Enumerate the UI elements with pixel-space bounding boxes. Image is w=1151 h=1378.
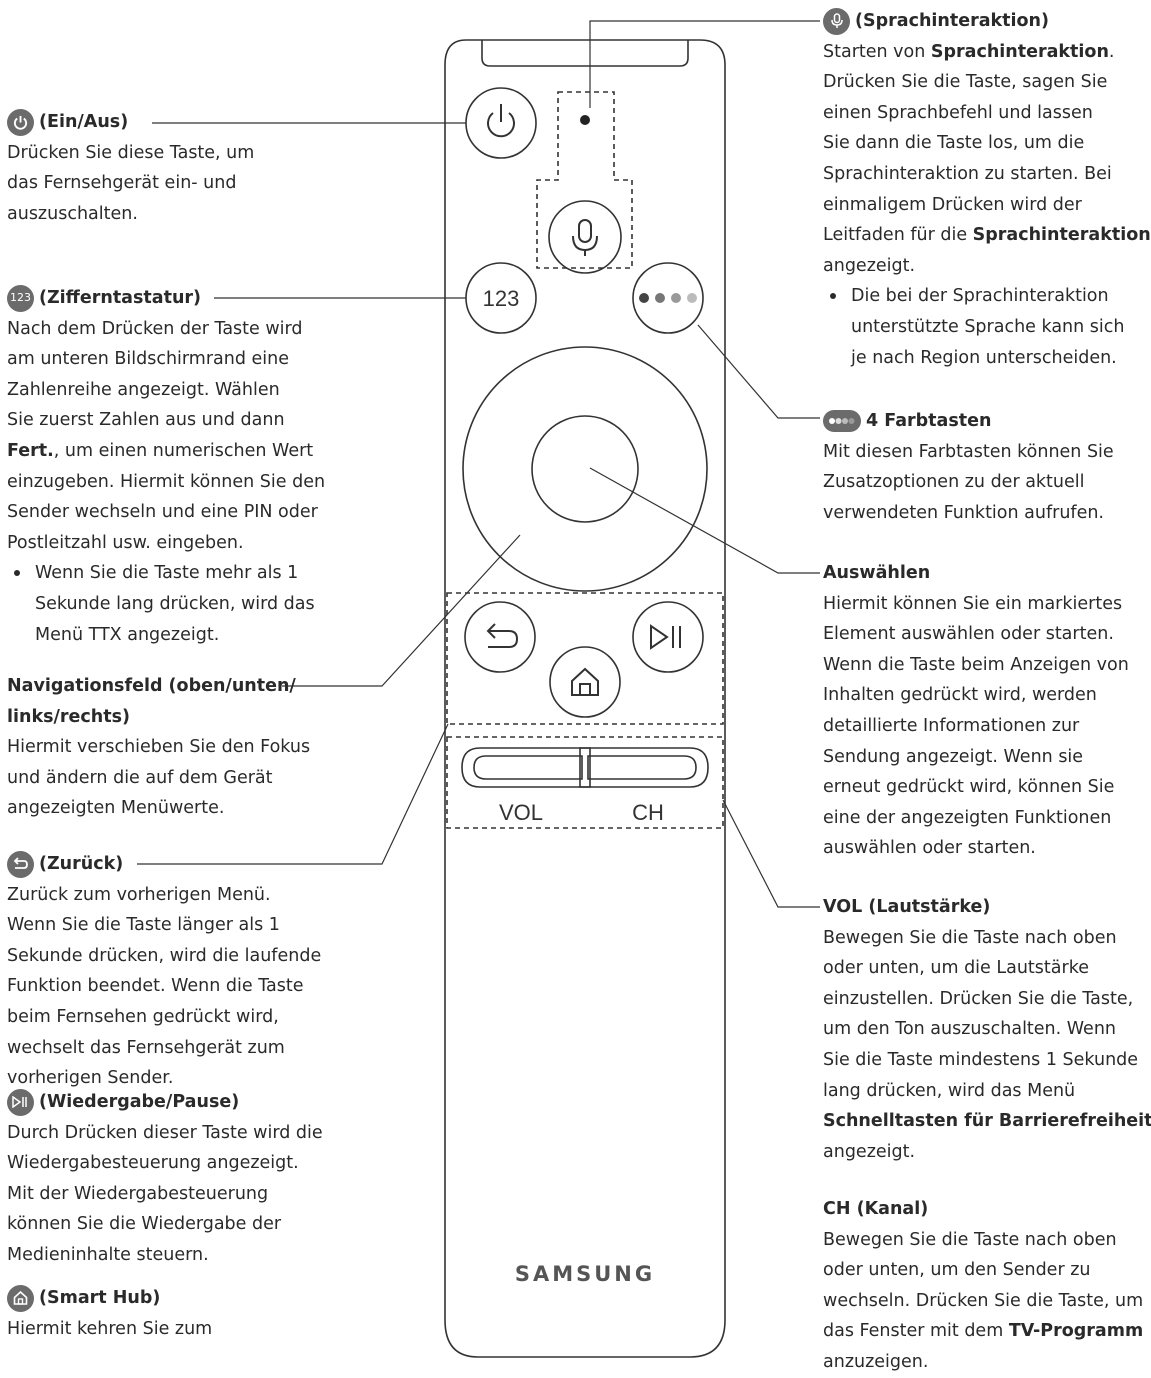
power-desc-3: auszuschalten. [7,203,138,224]
callout-nav [282,534,521,687]
power-title: (Ein/Aus) [7,107,337,138]
back-icon [486,623,519,648]
ch-section: CH (Kanal) Bewegen Sie die Taste nach ob… [823,1194,1151,1378]
color-button[interactable] [632,262,704,334]
vol-label: VOL [499,800,543,825]
numeric-icon: 123 [7,284,34,312]
mic-button[interactable] [548,200,622,274]
select-button[interactable] [531,415,639,523]
callout-vol [722,799,820,908]
play-section: (Wiedergabe/Pause) Durch Drücken dieser … [7,1087,337,1271]
power-icon [487,104,515,138]
color-section: 4 Farbtasten Mit diesen Farbtasten könne… [823,406,1151,528]
back-section: (Zurück) Zurück zum vorherigen Menü. Wen… [7,849,337,1094]
media-keys-dashed-frame [446,592,724,725]
power-button[interactable] [465,87,537,159]
nav-title-1: Navigationsfeld (oben/unten/ [7,676,296,696]
play-title: (Wiedergabe/Pause) [7,1087,337,1118]
color-dots-icon [639,293,697,303]
mic-led [580,115,590,125]
vol-title: VOL (Lautstärke) [823,897,991,917]
numeric-title: 123 (Zifferntastatur) [7,283,337,314]
callout-voice [589,20,820,108]
callout-select [589,467,820,574]
back-button[interactable] [464,601,536,673]
home-icon [571,667,599,696]
mic-dashed-frame [536,91,633,269]
voice-section: (Sprachinteraktion) Starten von Sprachin… [823,6,1151,373]
play-pause-icon [650,624,681,650]
play-pause-icon [7,1088,34,1116]
rocker-dashed-frame [446,736,724,829]
home-icon [7,1284,34,1312]
back-icon [7,850,34,878]
power-section: (Ein/Aus) Drücken Sie diese Taste, um da… [7,107,337,229]
ch-label: CH [632,800,664,825]
numeric-note: Wenn Sie die Taste mehr als 1 Sekunde la… [7,558,337,650]
power-icon [7,108,34,136]
select-title: Auswählen [823,563,931,583]
nav-title-2: links/rechts) [7,706,131,727]
numeric-section: 123 (Zifferntastatur) Nach dem Drücken d… [7,283,337,650]
navigation-ring[interactable] [462,346,708,592]
color-title: 4 Farbtasten [823,406,1151,437]
voice-note: Die bei der Sprachinteraktion unterstütz… [823,281,1151,373]
smarthub-title: (Smart Hub) [7,1283,337,1314]
select-section: Auswählen Hiermit können Sie ein markier… [823,558,1151,864]
remote-top-notch [481,40,689,67]
ch-rocker[interactable] [579,747,709,788]
voice-title: (Sprachinteraktion) [823,6,1151,37]
remote-body [444,39,726,1358]
mic-icon [572,219,598,256]
ch-title: CH (Kanal) [823,1199,929,1219]
callout-back [137,723,449,865]
nav-section: Navigationsfeld (oben/unten/ links/recht… [7,671,337,824]
numeric-button-label: 123 [483,286,520,311]
callout-color [697,324,820,419]
power-desc-1: Drücken Sie diese Taste, um [7,142,255,163]
vol-rocker[interactable] [461,747,591,788]
vol-section: VOL (Lautstärke) Bewegen Sie die Taste n… [823,892,1151,1167]
color-dots-icon [823,410,861,433]
home-button[interactable] [549,646,621,718]
power-desc-2: das Fernsehgerät ein- und [7,173,237,194]
brand-logo: SAMSUNG [515,1262,655,1286]
play-pause-button[interactable] [632,601,704,673]
mic-icon [823,7,850,35]
smarthub-section: (Smart Hub) Hiermit kehren Sie zum [7,1283,337,1344]
callout-lines [137,20,820,908]
back-title: (Zurück) [7,849,337,880]
